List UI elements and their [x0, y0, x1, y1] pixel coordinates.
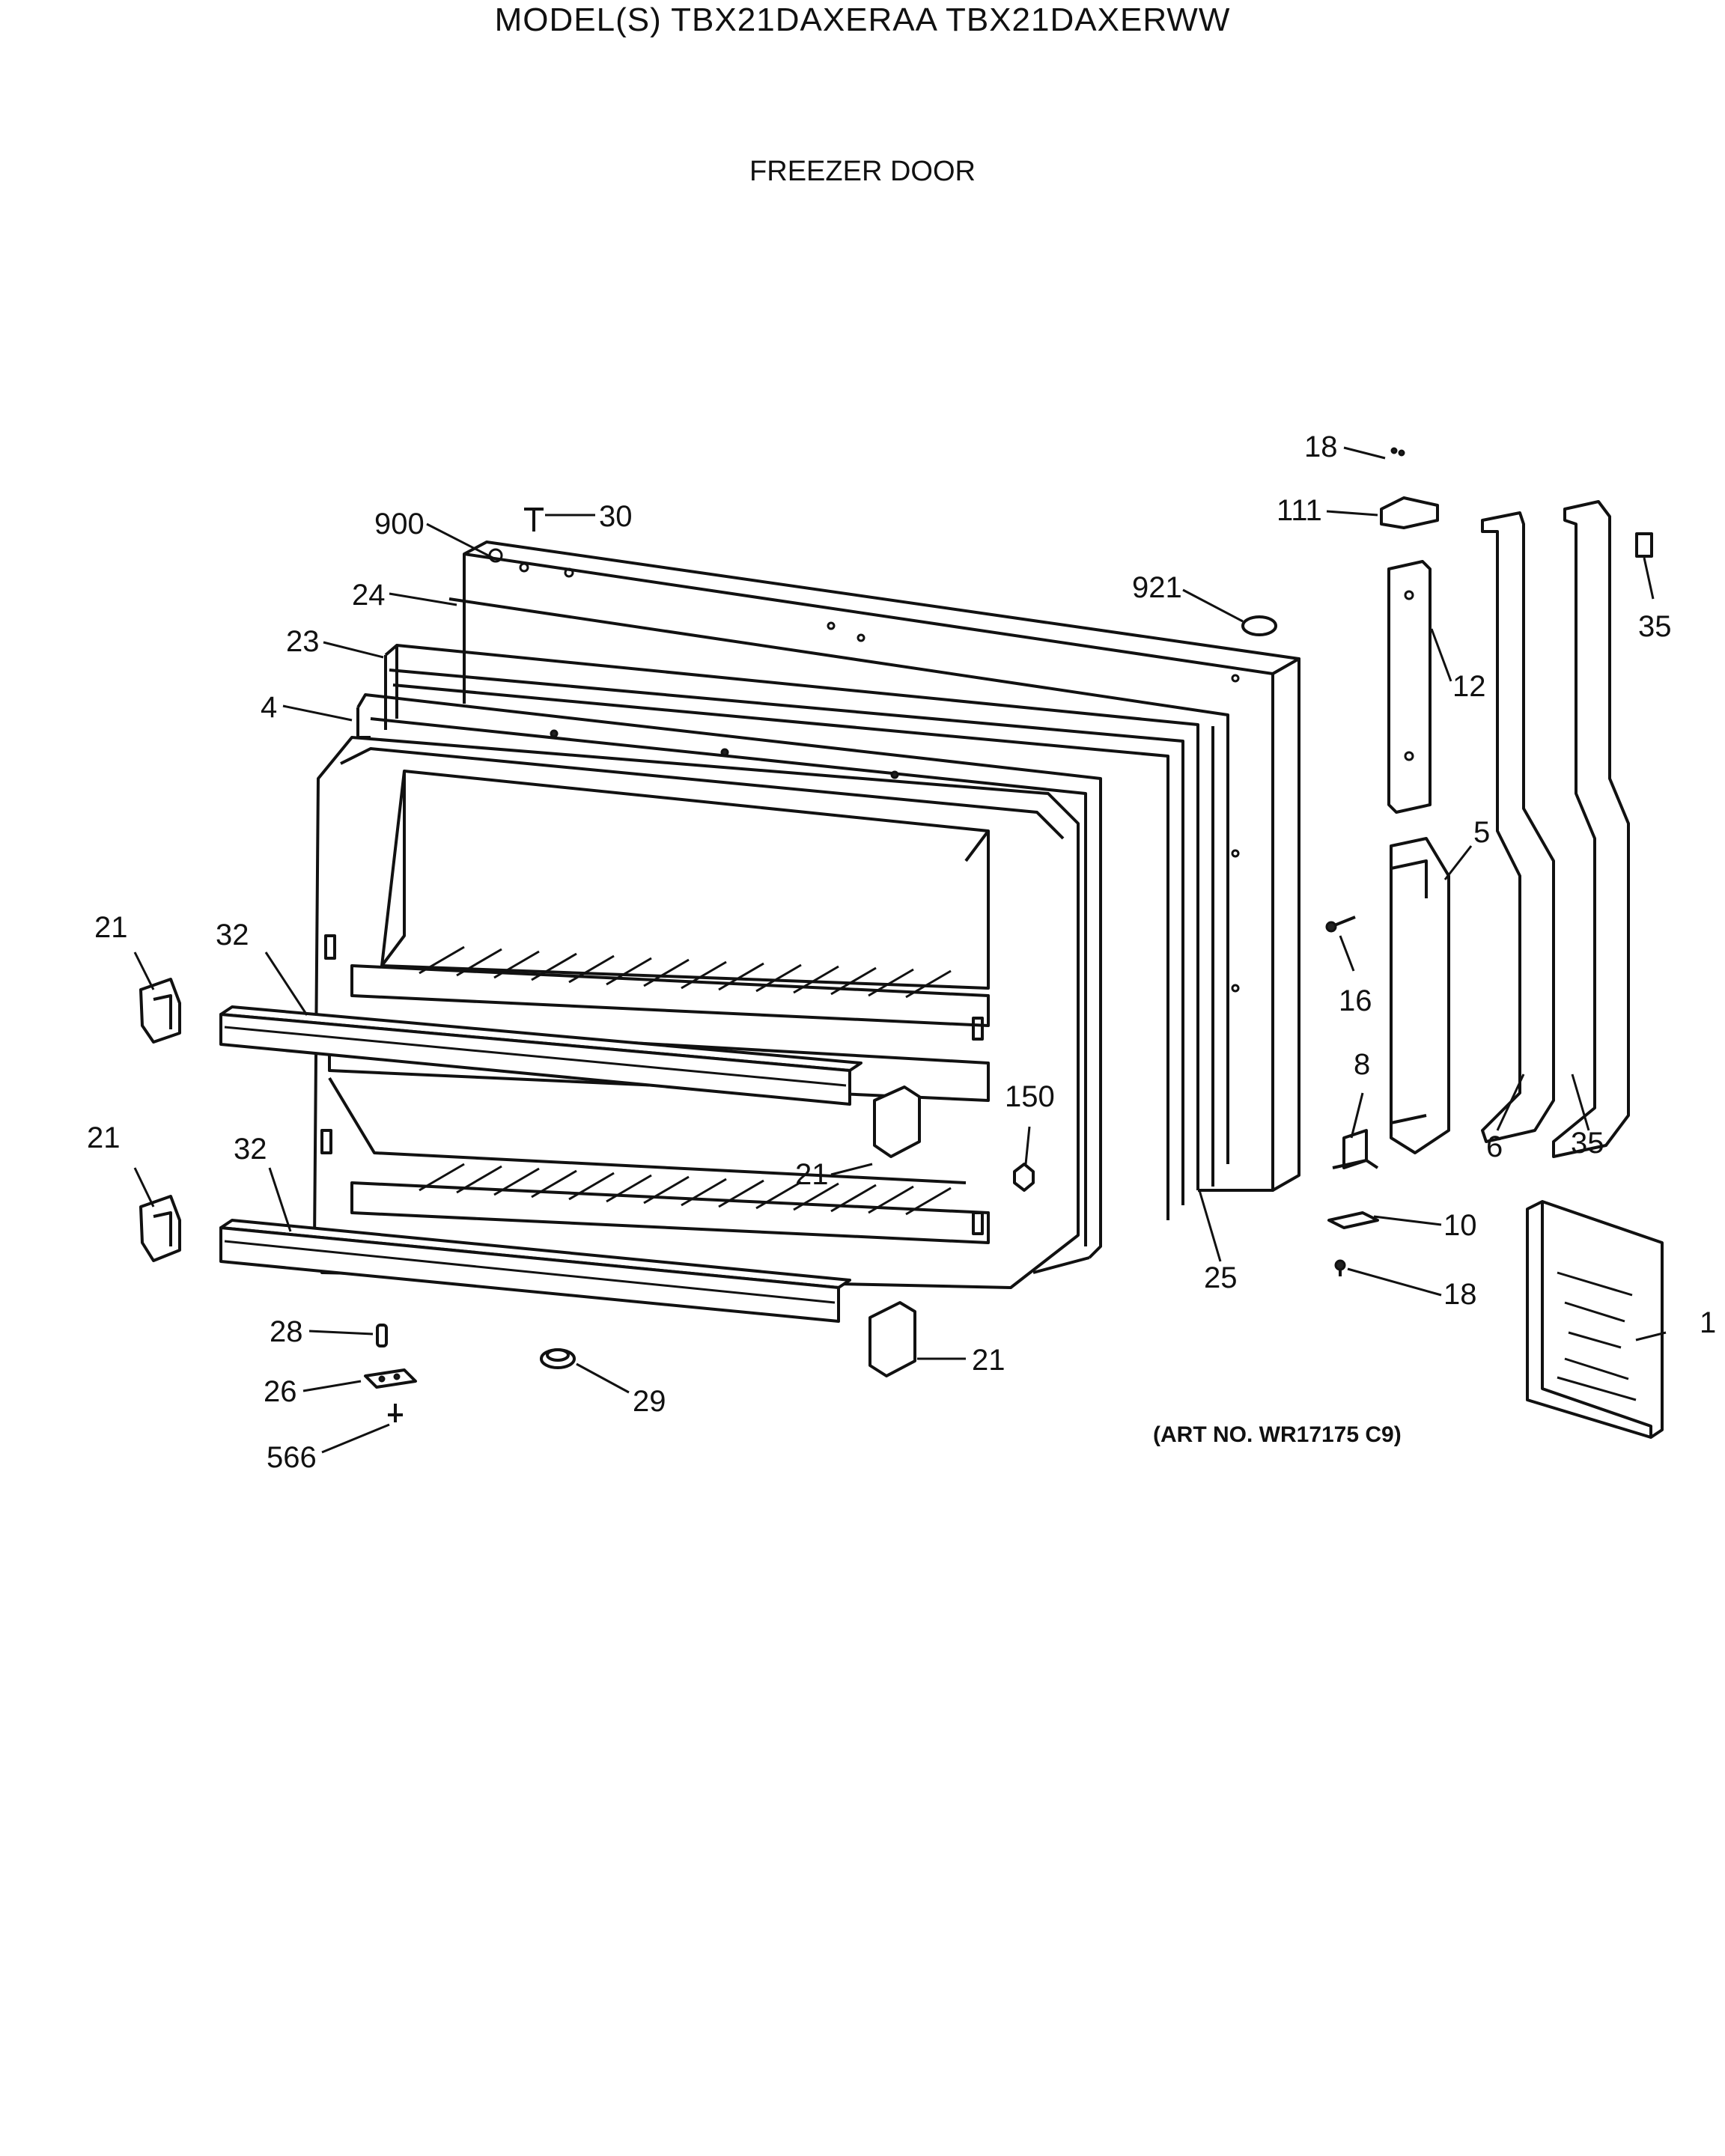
cover-111 [1380, 496, 1439, 529]
callout-18-upper: 18 [1304, 430, 1338, 463]
door-gasket [384, 597, 1229, 1220]
spacer-28 [376, 1324, 388, 1348]
callout-24: 24 [352, 579, 386, 612]
callout-labels: 900 30 24 23 4 921 18 111 12 35 5 16 8 6… [87, 430, 1716, 1474]
callout-111: 111 [1277, 494, 1322, 527]
screw-16 [1325, 916, 1356, 933]
callout-28: 28 [270, 1315, 303, 1348]
callout-32-a: 32 [216, 919, 249, 951]
callout-566: 566 [267, 1441, 317, 1474]
owner-manual-1 [1526, 1200, 1664, 1439]
callout-29: 29 [633, 1385, 666, 1418]
screw-18-upper [1390, 447, 1405, 457]
screw-30 [524, 508, 544, 532]
callout-25: 25 [1204, 1261, 1238, 1294]
plug-921 [1241, 615, 1277, 636]
callout-30: 30 [599, 500, 633, 533]
callout-12: 12 [1452, 670, 1486, 703]
shelf-end-cap [139, 1195, 181, 1262]
bracket-8 [1332, 1129, 1379, 1169]
callout-921: 921 [1132, 571, 1182, 604]
callout-32-b: 32 [234, 1133, 267, 1166]
callout-35-lower: 35 [1571, 1127, 1604, 1160]
hinge-10 [1327, 1211, 1379, 1229]
cap-29 [540, 1348, 576, 1369]
callout-21-d: 21 [972, 1344, 1006, 1377]
screw-566 [388, 1404, 403, 1422]
plate-26 [364, 1368, 417, 1389]
trim-35 [1635, 532, 1653, 558]
leader-lines [133, 446, 1667, 1454]
screw-18-lower [1334, 1259, 1346, 1276]
callout-8: 8 [1354, 1048, 1370, 1081]
handle-6 [1481, 511, 1555, 1143]
model-title: MODEL(S) TBX21DAXERAA TBX21DAXERWW [494, 1, 1231, 38]
bracket-12 [1387, 560, 1432, 814]
shelf-rail-lower [219, 1219, 851, 1323]
bracket-5 [1390, 837, 1450, 1154]
callout-10: 10 [1443, 1209, 1477, 1242]
callout-1: 1 [1700, 1306, 1716, 1339]
outer-door-panel [463, 540, 1300, 1192]
callout-18-lower: 18 [1443, 1278, 1477, 1311]
callout-6: 6 [1486, 1130, 1503, 1163]
shelf-end-cap [868, 1301, 916, 1377]
callout-16: 16 [1339, 984, 1372, 1017]
callout-5: 5 [1473, 816, 1490, 849]
screw-150 [1013, 1163, 1035, 1192]
callout-35-upper: 35 [1638, 610, 1672, 643]
breaker-strip [356, 693, 1102, 1274]
callout-21-a: 21 [94, 911, 128, 944]
callout-26: 26 [264, 1375, 297, 1408]
section-title: FREEZER DOOR [749, 156, 976, 187]
art-number: (ART NO. WR17175 C9) [1153, 1422, 1402, 1447]
callout-4: 4 [261, 691, 277, 724]
callout-21-c: 21 [87, 1121, 121, 1154]
shelf-rail-upper [219, 1005, 862, 1106]
shelf-end-cap [873, 1085, 921, 1158]
callout-900: 900 [374, 508, 425, 540]
shelf-end-cap [139, 978, 181, 1044]
handle-35 [1552, 500, 1630, 1158]
callout-23: 23 [286, 625, 320, 658]
callout-21-b: 21 [795, 1158, 829, 1191]
inner-door-liner [313, 736, 1080, 1289]
callout-150: 150 [1005, 1080, 1055, 1113]
